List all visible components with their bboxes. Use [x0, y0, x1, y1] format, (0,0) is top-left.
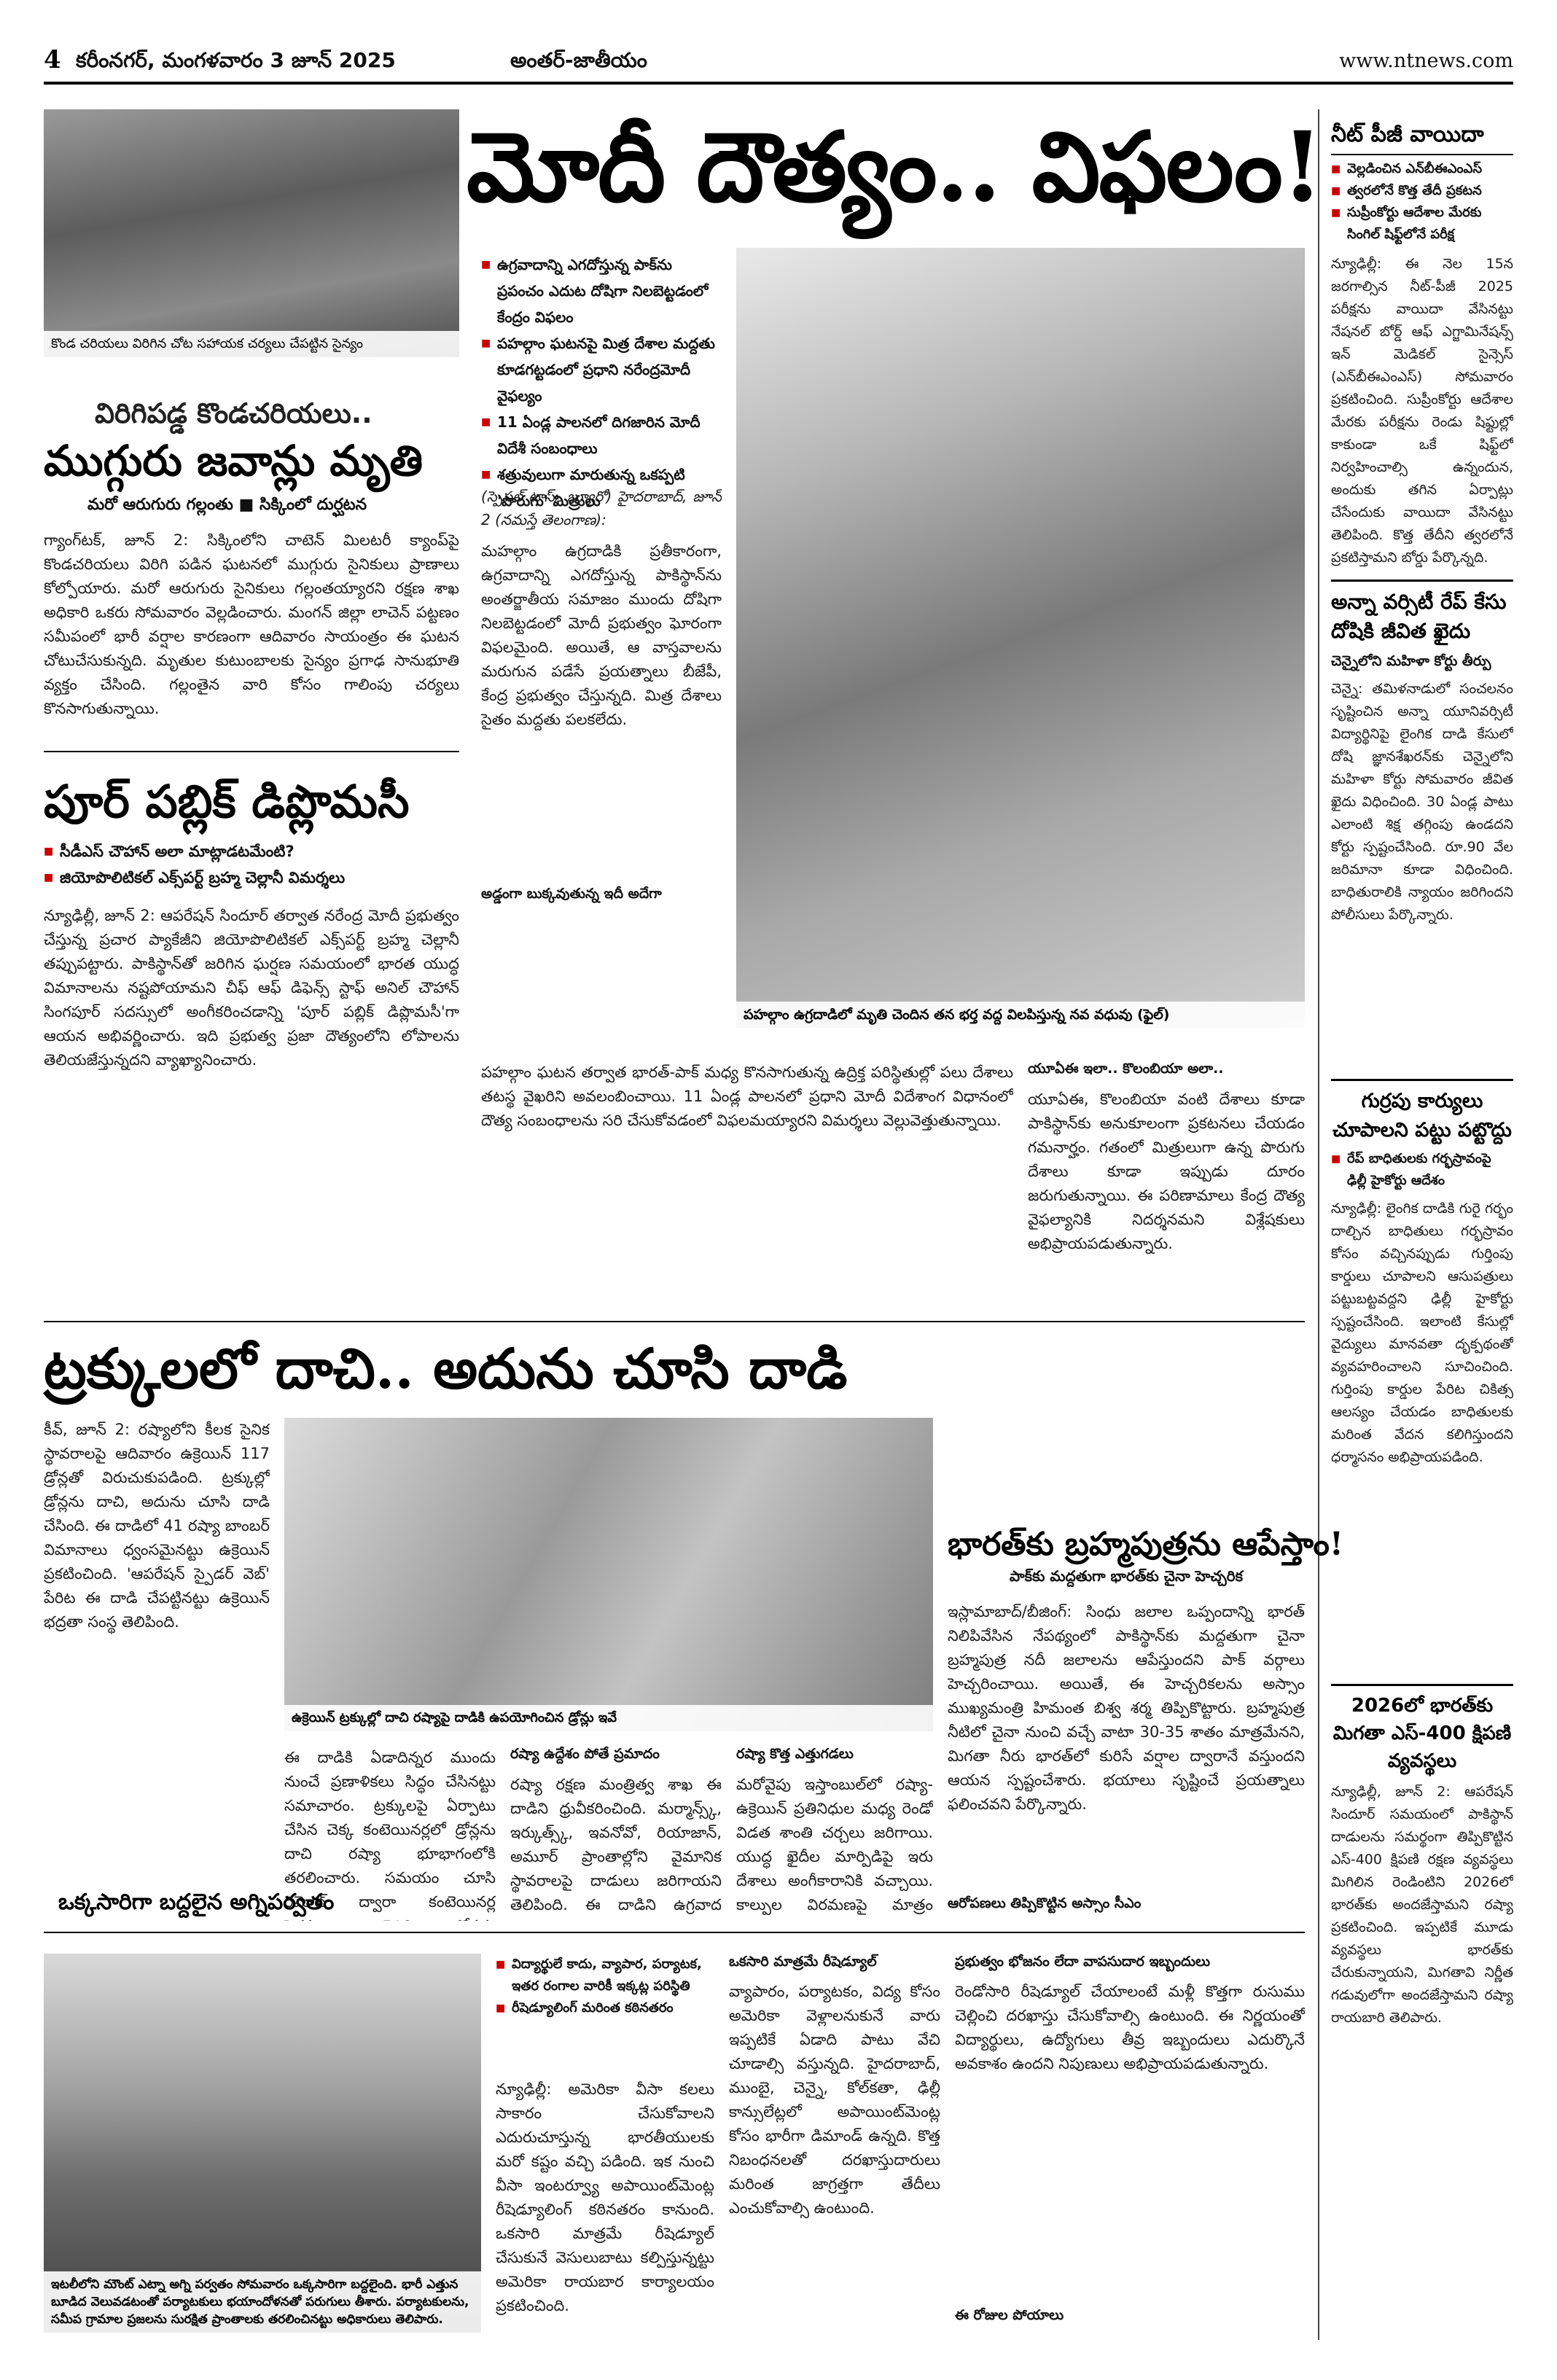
neet-bullet: వెల్లడించిన ఎన్‌బీఈఎంఎస్ — [1331, 158, 1513, 180]
page-number: 4 — [44, 45, 61, 74]
sidebar-gurupu: గుర్రపు కార్యులు చూపాలని పట్టు పట్టొద్దు… — [1331, 1079, 1513, 1650]
gurupu-bullets: రేప్ బాధితులకు గర్భస్రావంపై ఢిల్లీ హైకోర… — [1331, 1145, 1513, 1192]
diplomacy-bullets: సీడీఎస్ చౌహాన్ అలా మాట్లాడటమేంటి? జియోపొ… — [44, 838, 459, 891]
neet-body: న్యూఢిల్లీ: ఈ నెల 15న జరగాల్సిన నీట్-పీజ… — [1331, 256, 1513, 566]
sikkim-photo-caption: కొండ చరియలు విరిగిన చోట సహాయక చర్యలు చేప… — [44, 331, 459, 357]
trucks-body-col4: మరోవైపు ఇస్తాంబుల్‌లో రష్యా-ఉక్రెయిన్ ప్… — [736, 1776, 933, 1913]
gurupu-body: న్యూఢిల్లీ: లైంగిక దాడికి గురై గర్భం దాల… — [1331, 1201, 1513, 1465]
volcano-headline: ఒక్కసారిగా బద్దలైన అగ్నిపర్వతం — [58, 1889, 335, 1915]
sikkim-photo: కొండ చరియలు విరిగిన చోట సహాయక చర్యలు చేప… — [44, 109, 459, 357]
anna-subhead: చెన్నైలోని మహిళా కోర్టు తీర్పు — [1331, 653, 1491, 669]
masthead: 4 కరీంనగర్, మంగళవారం 3 జూన్ 2025 అంతర్-జ… — [44, 42, 1513, 79]
visa-body-col3: రెండోసారి రీషెడ్యూల్ చేయాలంటే మళ్లీ కొత్… — [955, 1983, 1305, 2072]
main-headline: మోదీ దౌత్యం.. విఫలం! — [467, 111, 1324, 224]
visa-body-col1: న్యూఢిల్లీ: అమెరికా వీసా కలలు సాకారం చేస… — [496, 2080, 714, 2314]
sidebar-anna: అన్నా వర్సిటీ రేప్ కేసు దోషికి జీవిత ఖైద… — [1331, 580, 1513, 1072]
main-bullets: ఉగ్రవాదాన్ని ఎగదోస్తున్న పాక్‌ను ప్రపంచం… — [481, 251, 722, 514]
sidebar-neet: నీట్ పీజీ వాయిదా వెల్లడించిన ఎన్‌బీఈఎంఎస… — [1331, 120, 1513, 588]
diplomacy-body: న్యూఢిల్లీ, జూన్ 2: ఆపరేషన్ సిందూర్ తర్వ… — [44, 907, 459, 1069]
visa-subhead-3: ఈ రోజుల పోయాలు — [955, 2307, 1064, 2323]
divider-bottom — [44, 1932, 1305, 1933]
trucks-photo-caption: ఉక్రెయిన్ ట్రక్కుల్లో దాచి రష్యాపై దాడిక… — [284, 1705, 933, 1731]
brahmaputra-body: ఇస్లామాబాద్/బీజింగ్: సింధు జలాల ఒప్పందాన… — [948, 1603, 1305, 1813]
trucks-body-col1: కీవ్, జూన్ 2: రష్యాలోని కీలక సైనిక స్థావ… — [44, 1421, 270, 1631]
main-subhead-2: యూఏఈ ఇలా.. కొలంబియా అలా.. — [1028, 1061, 1224, 1077]
divider-trucks — [44, 1321, 1305, 1322]
neet-bullets: వెల్లడించిన ఎన్‌బీఈఎంఎస్ త్వరలోనే కొత్త … — [1331, 155, 1513, 246]
s400-body: న్యూఢిల్లీ, జూన్ 2: ఆపరేషన్ సిందూర్ సమయం… — [1331, 1784, 1513, 2026]
visa-body-col2: వ్యాపారం, పర్యాటకం, విద్య కోసం అమెరికా వ… — [729, 1983, 940, 2217]
sikkim-headline: ముగ్గురు జవాన్లు మృతి — [44, 436, 423, 485]
main-bullet: శత్రువులుగా మారుతున్న ఒకప్పటి 'పొరుగు' మ… — [481, 461, 722, 514]
sidebar-s400: 2026లో భారత్‌కు మిగతా ఎస్-400 క్షిపణి వ్… — [1331, 1684, 1513, 2145]
volcano-photo: ఇటలీలోని మౌంట్ ఎట్నా అగ్ని పర్వతం సోమవార… — [44, 1954, 481, 2333]
brahmaputra-headline: భారత్‌కు బ్రహ్మపుత్రను ఆపేస్తాం! — [948, 1526, 1344, 1563]
gurupu-bullet: రేప్ బాధితులకు గర్భస్రావంపై ఢిల్లీ హైకోర… — [1331, 1148, 1513, 1192]
main-body-col1: మహల్గాం ఉగ్రదాడికి ప్రతీకారంగా, ఉగ్రవాదా… — [481, 542, 722, 728]
visa-subhead-2: ప్రభుత్వం భోజనం లేదా వాపసుదార ఇబ్బందులు — [955, 1954, 1211, 1970]
visa-subhead-1: ఒకసారి మాత్రమే రీషెడ్యూల్ — [729, 1954, 877, 1970]
trucks-subhead-2: రష్యా ఉద్దేశం పోతే ప్రమాదం — [510, 1746, 660, 1762]
trucks-headline: ట్రక్కులలో దాచి.. అదును చూసి దాడి — [44, 1336, 848, 1401]
masthead-rule — [44, 82, 1513, 85]
main-photo: పహల్గాం ఉగ్రదాడిలో మృతి చెందిన తన భర్త వ… — [736, 248, 1305, 1028]
website[interactable]: www.ntnews.com — [1339, 50, 1513, 72]
neet-headline: నీట్ పీజీ వాయిదా — [1331, 120, 1513, 155]
sikkim-kicker: విరిగిపడ్డ కొండచరియలు.. — [95, 397, 372, 429]
brahmaputra-subhead-2: ఆరోపణలు తిప్పికొట్టిన అస్సాం సీఎం — [948, 1895, 1142, 1911]
diplomacy-bullet: సీడీఎస్ చౌహాన్ అలా మాట్లాడటమేంటి? — [44, 838, 459, 865]
visa-bullet: రీషెడ్యూలింగ్ మరింత కఠినతరం — [496, 1997, 714, 2019]
main-bullet: పహల్గాం ఘటనపై మిత్ర దేశాల మద్దతు కూడగట్ట… — [481, 330, 722, 409]
main-bullet: ఉగ్రవాదాన్ని ఎగదోస్తున్న పాక్‌ను ప్రపంచం… — [481, 251, 722, 330]
gurupu-headline: గుర్రపు కార్యులు చూపాలని పట్టు పట్టొద్దు — [1331, 1079, 1513, 1145]
neet-bullet: సుప్రీంకోర్టు ఆదేశాల మేరకు సింగిల్ షిఫ్ట… — [1331, 202, 1513, 246]
main-body-col2: పహల్గాం ఘటన తర్వాత భారత్-పాక్ మధ్య కొనసా… — [481, 1064, 1013, 1129]
divider-public-diplomacy — [44, 751, 459, 752]
volcano-photo-caption: ఇటలీలోని మౌంట్ ఎట్నా అగ్ని పర్వతం సోమవార… — [44, 2271, 481, 2333]
visa-bullet: విద్యార్థులే కాదు, వ్యాపార, పర్యాటక, ఇతర… — [496, 1954, 714, 1997]
trucks-subhead-1: రష్యా కొత్త ఎత్తుగడలు — [736, 1746, 854, 1762]
trucks-body-col3: రష్యా రక్షణ మంత్రిత్వ శాఖ ఈ దాడిని ధ్రువ… — [510, 1776, 722, 1913]
main-bullet: 11 ఏండ్ల పాలనలో దిగజారిన మోదీ విదేశీ సంబ… — [481, 409, 722, 461]
sikkim-body: గ్యాంగ్‌టక్, జూన్ 2: సిక్కింలోని చాటెన్ … — [44, 531, 459, 717]
trucks-body-col2: ఈ దాడికి ఏడాదిన్నర ముందు నుంచే ప్రణాళికల… — [284, 1749, 496, 1921]
main-photo-caption: పహల్గాం ఉగ్రదాడిలో మృతి చెందిన తన భర్త వ… — [736, 1002, 1305, 1028]
neet-bullet: త్వరలోనే కొత్త తేదీ ప్రకటన — [1331, 180, 1513, 202]
main-subhead-1: అడ్డంగా బుక్కవుతున్న ఇదీ అదేగా — [481, 886, 662, 902]
main-body-col3: యూఏఈ, కొలంబియా వంటి దేశాలు కూడా పాకిస్థా… — [1028, 1090, 1305, 1252]
brahmaputra-subhead: పాక్‌కు మద్దతుగా భారత్‌కు చైనా హెచ్చరిక — [1009, 1567, 1244, 1585]
section-label: అంతర్-జాతీయం — [510, 48, 647, 72]
anna-body: చెన్నై: తమిళనాడులో సంచలనం సృష్టించిన అన్… — [1331, 681, 1513, 923]
s400-headline: 2026లో భారత్‌కు మిగతా ఎస్-400 క్షిపణి వ్… — [1331, 1684, 1513, 1775]
anna-headline: అన్నా వర్సిటీ రేప్ కేసు దోషికి జీవిత ఖైద… — [1331, 580, 1513, 646]
diplomacy-bullet: జియోపొలిటికల్ ఎక్స్‌పర్ట్ బ్రహ్మ చెల్లాన… — [44, 865, 459, 891]
trucks-photo: ఉక్రెయిన్ ట్రక్కుల్లో దాచి రష్యాపై దాడిక… — [284, 1418, 933, 1731]
dateline: కరీంనగర్, మంగళవారం 3 జూన్ 2025 — [76, 48, 396, 72]
sidebar-divider — [1318, 109, 1319, 2340]
sikkim-subhead: మరో ఆరుగురు గల్లంతు ■ సిక్కింలో దుర్ఘటన — [87, 496, 367, 514]
main-dateline: (స్పెషల్ టాస్క్ బ్యూరో) హైదరాబాద్, జూన్ … — [481, 488, 722, 528]
visa-bullets: విద్యార్థులే కాదు, వ్యాపార, పర్యాటక, ఇతర… — [496, 1954, 714, 2019]
diplomacy-headline: పూర్ పబ్లిక్ డిప్లొమసీ — [44, 775, 410, 828]
